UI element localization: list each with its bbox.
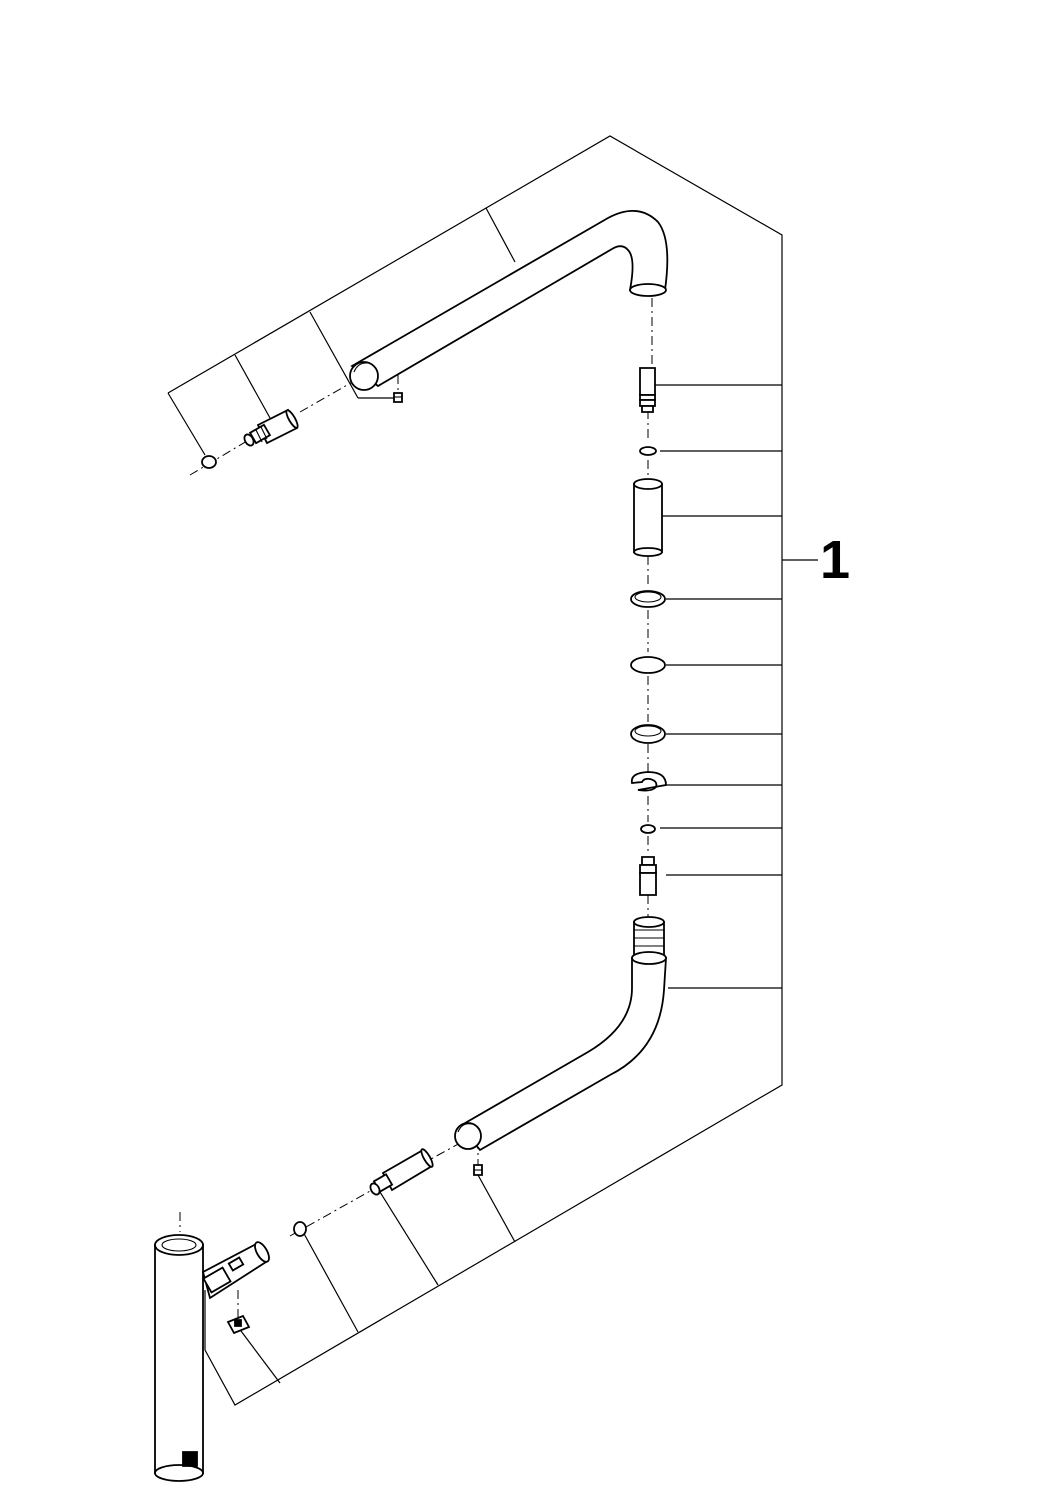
lower-small-screw — [474, 1165, 482, 1175]
column-small-ring-1 — [640, 447, 656, 455]
body-housing — [155, 1235, 203, 1481]
column-ring-3 — [631, 657, 665, 673]
lower-spout-tube — [455, 917, 666, 1150]
column-ring-4 — [631, 725, 665, 743]
column-sleeve — [634, 479, 662, 556]
center-axes — [180, 298, 652, 1318]
column-leader-lines — [655, 385, 818, 988]
column-split-clip — [632, 772, 666, 791]
retaining-plate — [228, 1316, 249, 1333]
column-small-ring-5 — [641, 825, 655, 833]
upper-connector-fitting — [243, 409, 300, 447]
body-side-outlet — [203, 1240, 272, 1298]
lower-leader-lines — [205, 1175, 515, 1383]
upper-spout-tube — [350, 211, 667, 390]
column-ring-2 — [631, 591, 665, 607]
upper-small-screw — [394, 393, 402, 402]
assembly-bracket — [168, 136, 782, 1405]
lower-connector-fitting — [369, 1148, 435, 1196]
column-top-insert — [640, 368, 655, 412]
lower-o-ring — [294, 1222, 306, 1236]
column-bottom-insert — [640, 857, 656, 895]
callout-number: 1 — [820, 530, 850, 590]
upper-o-ring — [202, 456, 216, 468]
